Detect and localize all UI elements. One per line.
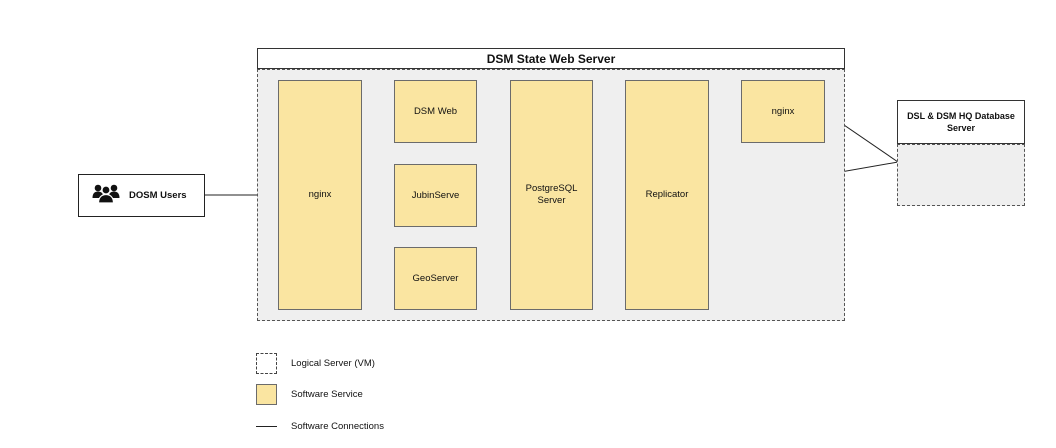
legend-software-service-label: Software Service bbox=[291, 389, 363, 400]
replicator-service: Replicator bbox=[625, 80, 709, 310]
legend-software-connections-swatch bbox=[256, 426, 277, 427]
dosm-users-label: DOSM Users bbox=[129, 190, 187, 201]
database-server-title: DSL & DSM HQ Database Server bbox=[897, 100, 1025, 144]
nginx-front-service: nginx bbox=[278, 80, 362, 310]
postgresql-service: PostgreSQL Server bbox=[510, 80, 593, 310]
dosm-users-box: DOSM Users bbox=[78, 174, 205, 217]
nginx-back-service: nginx bbox=[741, 80, 825, 143]
dsm-web-service: DSM Web bbox=[394, 80, 477, 143]
web-server-title: DSM State Web Server bbox=[257, 48, 845, 69]
legend-software-service-swatch bbox=[256, 384, 277, 405]
legend-logical-server-label: Logical Server (VM) bbox=[291, 358, 375, 369]
legend-logical-server-swatch bbox=[256, 353, 277, 374]
users-group-icon bbox=[91, 182, 121, 209]
geoserver-service: GeoServer bbox=[394, 247, 477, 310]
legend-software-connections-label: Software Connections bbox=[291, 421, 384, 432]
database-server-container bbox=[897, 144, 1025, 206]
jubinserve-service: JubinServe bbox=[394, 164, 477, 227]
